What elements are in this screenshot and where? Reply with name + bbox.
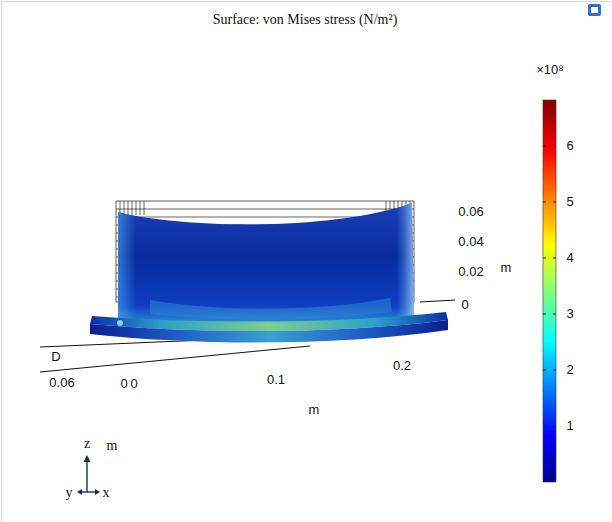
triad-axis: x: [103, 485, 110, 500]
beam-web: [118, 203, 414, 324]
color-tick: 4: [566, 251, 573, 265]
axis-tick: 0.06: [458, 205, 483, 219]
axis-unit: m: [501, 261, 512, 275]
axis-tick: 0.02: [458, 265, 483, 279]
axis-unit: m: [309, 403, 320, 417]
axis-tick: 0.06: [49, 376, 74, 390]
plot-title: Surface: von Mises stress (N/m²): [213, 12, 398, 27]
grid-line: [144, 201, 145, 215]
axis-tick: 0.2: [393, 359, 411, 373]
color-tick: 5: [566, 195, 573, 209]
color-tick: 3: [566, 307, 573, 321]
color-bar: [543, 100, 556, 482]
grid-line: [124, 201, 125, 215]
beam-flange: [90, 312, 448, 343]
triad-unit: m: [107, 438, 118, 453]
axis-tick: 0: [120, 377, 127, 391]
grid-line: [116, 209, 414, 210]
triad-axis: y: [66, 485, 73, 500]
color-tick: 1: [566, 419, 573, 433]
scale-factor: ×10⁸: [536, 63, 564, 77]
color-tick: 2: [566, 363, 573, 377]
axis-triad: [77, 455, 100, 495]
axis-tick: 0: [461, 298, 468, 312]
axis-tick: 0.04: [458, 235, 483, 249]
window-icon: [588, 4, 601, 16]
color-tick: 6: [566, 139, 573, 153]
axis-tick: 0.1: [267, 373, 285, 387]
grid-line: [128, 201, 129, 215]
grid-line: [136, 201, 137, 215]
axis-label: D: [51, 350, 60, 364]
axis-tick: 0: [130, 377, 137, 391]
color-bar-ticks: [543, 146, 556, 426]
grid-line: [132, 201, 133, 215]
grid-line: [140, 201, 141, 215]
triad-axis: z: [84, 436, 90, 451]
